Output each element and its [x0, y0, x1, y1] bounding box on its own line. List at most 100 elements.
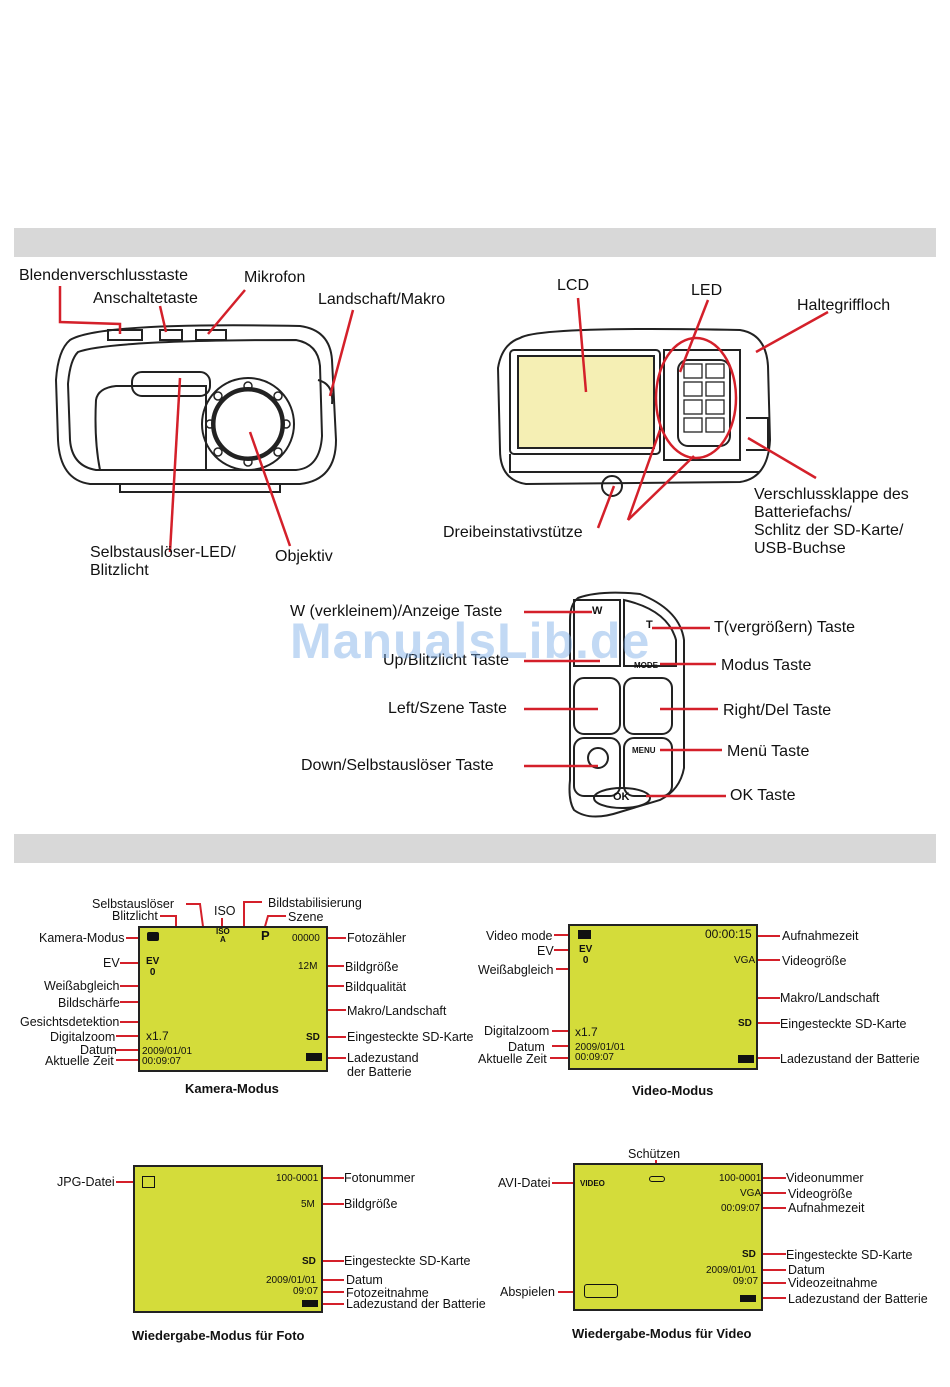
cam-stab: Bildstabilisierung — [268, 896, 362, 910]
vp-time: Videozeitnahme — [788, 1276, 878, 1290]
label-down-button: Down/Selbstauslöser Taste — [301, 757, 494, 774]
section-band-top — [14, 228, 936, 257]
cam-ev: EV — [103, 956, 120, 970]
key-w: W — [592, 605, 603, 617]
label-power: Anschaltetaste — [93, 290, 198, 307]
cam-scene: Szene — [288, 910, 324, 924]
vp-v-size: VGA — [740, 1188, 762, 1199]
vp-play: Abspielen — [500, 1285, 555, 1299]
pp-time: Fotozeitnahme — [346, 1286, 429, 1300]
label-up-button: Up/Blitzlicht Taste — [383, 652, 509, 669]
cam-v-ev: EV 0 — [146, 956, 160, 978]
pp-v-size: 5M — [301, 1199, 315, 1210]
pp-jpg: JPG-Datei — [57, 1175, 115, 1189]
vid-ev: EV — [537, 944, 554, 958]
key-mode: MODE — [634, 661, 658, 670]
vid-v-size: VGA — [734, 955, 756, 966]
pp-v-date: 2009/01/01 — [266, 1275, 317, 1286]
vid-v-ev: EV 0 — [579, 944, 593, 966]
battery-icon — [306, 1053, 322, 1061]
pp-v-sd: SD — [302, 1256, 316, 1267]
cam-face: Gesichtsdetektion — [20, 1015, 120, 1029]
pp-v-num: 100-0001 — [276, 1173, 319, 1184]
cam-quality: Bildqualität — [345, 980, 407, 994]
label-selftimer: Selbstauslöser-LED/ Blitzlicht — [90, 544, 236, 579]
cam-wb: Weißabgleich — [44, 979, 120, 993]
cam-iso: ISO — [214, 904, 236, 918]
label-lens: Objektiv — [275, 548, 333, 565]
cam-mode: Kamera-Modus — [39, 931, 125, 945]
vid-v-time: 00:09:07 — [575, 1052, 614, 1063]
vid-date: Datum — [508, 1040, 545, 1054]
label-shutter: Blendenverschlusstaste — [19, 267, 188, 284]
label-ok-button: OK Taste — [730, 787, 796, 804]
callout-lines — [58, 286, 829, 798]
vid-battery: Ladezustand der Batterie — [780, 1052, 920, 1066]
label-lcd: LCD — [557, 277, 590, 294]
vid-macro: Makro/Landschaft — [780, 991, 880, 1005]
cam-macro: Makro/Landschaft — [347, 1004, 447, 1018]
label-landscape: Landschaft/Makro — [318, 291, 446, 308]
vp-battery: Ladezustand der Batterie — [788, 1292, 928, 1306]
vp-rec: Aufnahmezeit — [788, 1201, 865, 1215]
section-band-middle — [14, 834, 936, 863]
pp-battery: Ladezustand der Batterie — [346, 1297, 486, 1311]
cam-date: Datum — [80, 1043, 117, 1057]
vp-v-date: 2009/01/01 — [706, 1265, 757, 1276]
cam-v-counter: 00000 — [292, 933, 320, 944]
cam-v-zoom: x1.7 — [146, 1029, 169, 1043]
label-t-button: T(vergrößern) Taste — [714, 619, 856, 636]
cam-v-iso: ISO A — [216, 927, 230, 944]
cam-sharp: Bildschärfe — [58, 996, 120, 1010]
lcd-camera-mode — [138, 926, 328, 1072]
cam-caption: Kamera-Modus — [185, 1081, 279, 1096]
cam-sd: Eingesteckte SD-Karte — [347, 1030, 474, 1044]
vp-v-sd: SD — [742, 1249, 756, 1260]
vid-v-zoom: x1.7 — [575, 1025, 598, 1039]
cam-counter: Fotozähler — [347, 931, 407, 945]
vp-v-video: VIDEO — [580, 1179, 605, 1188]
cam-v-date: 2009/01/01 — [142, 1046, 193, 1057]
label-right-button: Right/Del Taste — [723, 702, 832, 719]
label-mode-button: Modus Taste — [721, 657, 812, 674]
key-ok: OK — [613, 791, 630, 803]
vp-v-time: 09:07 — [733, 1276, 759, 1287]
label-w-button: W (verkleinem)/Anzeige Taste — [290, 603, 503, 620]
vid-rec: Aufnahmezeit — [782, 929, 859, 943]
pp-size: Bildgröße — [344, 1197, 398, 1211]
cam-v-size: 12M — [298, 961, 318, 972]
label-menu-button: Menü Taste — [727, 743, 810, 760]
vp-protect: Schützen — [628, 1147, 681, 1161]
label-tripod: Dreibeinstativstütze — [443, 524, 583, 541]
pp-v-time: 09:07 — [293, 1286, 319, 1297]
vid-v-sd: SD — [738, 1018, 752, 1029]
front-camera-body — [54, 324, 338, 493]
pp-caption: Wiedergabe-Modus für Foto — [132, 1328, 305, 1343]
video-camera-icon — [578, 930, 591, 939]
watermark: ManualsLib.de — [290, 613, 651, 669]
vp-v-num: 100-0001 — [719, 1173, 762, 1184]
battery-icon — [302, 1300, 318, 1307]
vp-avi: AVI-Datei — [498, 1176, 551, 1190]
cam-size: Bildgröße — [345, 960, 399, 974]
lcd-video-mode — [568, 924, 758, 1070]
vid-wb: Weißabgleich — [478, 963, 554, 977]
play-button-icon — [584, 1284, 618, 1298]
pp-num: Fotonummer — [344, 1171, 415, 1185]
battery-icon — [738, 1055, 754, 1063]
label-led: LED — [691, 282, 723, 299]
back-camera-body — [496, 328, 772, 497]
battery-icon — [740, 1295, 756, 1302]
vid-v-date: 2009/01/01 — [575, 1042, 626, 1053]
label-left-button: Left/Szene Taste — [388, 700, 507, 717]
label-mic: Mikrofon — [244, 269, 306, 286]
lcd-video-playback — [573, 1163, 763, 1311]
vp-size: Videogröße — [788, 1187, 853, 1201]
front-camera-bolts — [205, 381, 291, 467]
vid-v-rec: 00:00:15 — [705, 927, 752, 941]
cam-time: Aktuelle Zeit — [45, 1054, 114, 1068]
camera-icon — [147, 932, 159, 941]
back-camera-keys — [683, 363, 725, 433]
label-strap: Haltegriffloch — [797, 297, 891, 314]
cam-v-sd: SD — [306, 1032, 320, 1043]
